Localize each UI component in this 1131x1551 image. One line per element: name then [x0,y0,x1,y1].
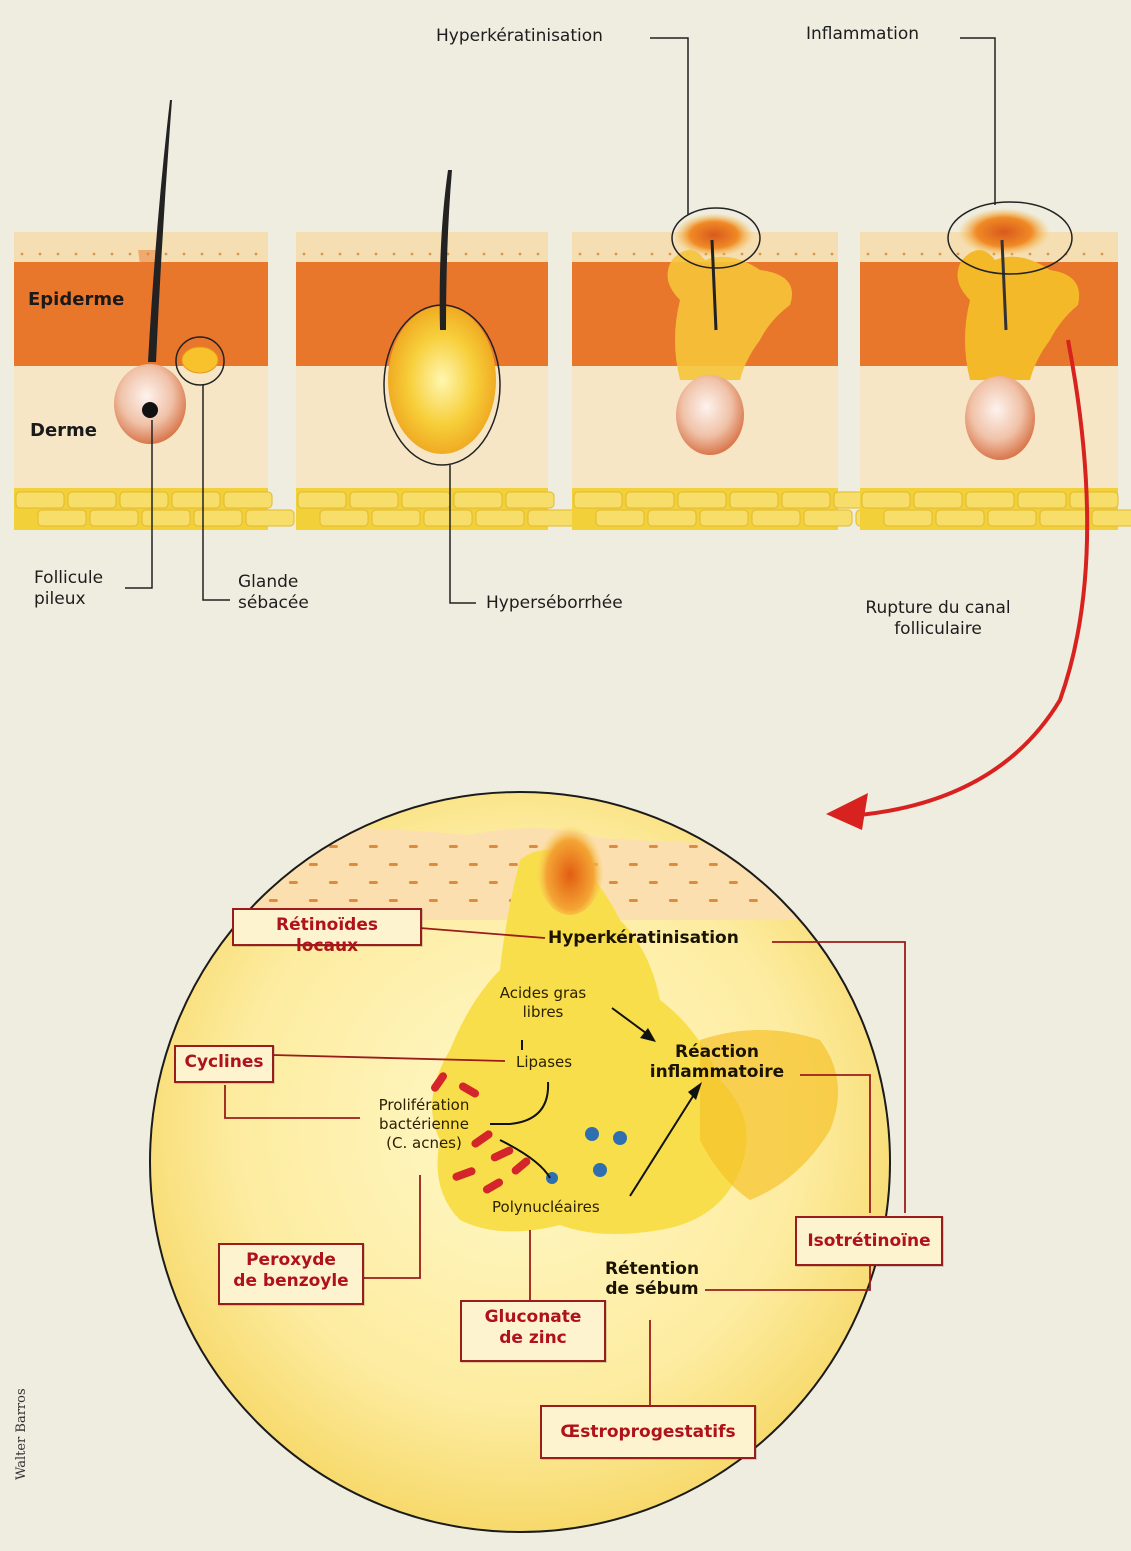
mechanism-retention-sebum: Rétention de sébum [584,1259,720,1299]
mechanism-reaction-inflammatoire: Réaction inflammatoire [632,1042,802,1082]
label-rupture-canal: Rupture du canal folliculaire [828,598,1048,640]
label-follicule-pileux: Follicule pileux [34,568,103,610]
label-glande-sebacee: Glande sébacée [238,572,309,614]
treatment-peroxyde-benzoyle: Peroxyde de benzoyle [218,1243,364,1305]
label-hyperseborrhee: Hyperséborrhée [486,593,623,614]
label-inflammation: Inflammation [806,24,919,45]
treatment-isotretinoine: Isotrétinoïne [795,1216,943,1266]
mechanism-acides-gras-libres: Acides gras libres [488,984,598,1022]
mechanism-hyperkeratinisation: Hyperkératinisation [548,928,739,948]
treatment-oestroprogestatifs: Œstroprogestatifs [540,1405,756,1459]
mechanism-polynucleaires: Polynucléaires [492,1198,600,1217]
label-derme: Derme [30,420,97,441]
mechanism-proliferation-bacterienne: Prolifération bactérienne (C. acnes) [356,1096,492,1153]
treatment-cyclines: Cyclines [174,1045,274,1083]
label-hyperkeratinisation: Hyperkératinisation [436,26,603,47]
photo-credit: Walter Barros [14,1388,29,1480]
label-epiderme: Epiderme [28,289,124,310]
mechanism-lipases: Lipases [516,1053,572,1072]
treatment-retinoides-locaux: Rétinoïdes locaux [232,908,422,946]
treatment-gluconate-zinc: Gluconate de zinc [460,1300,606,1362]
